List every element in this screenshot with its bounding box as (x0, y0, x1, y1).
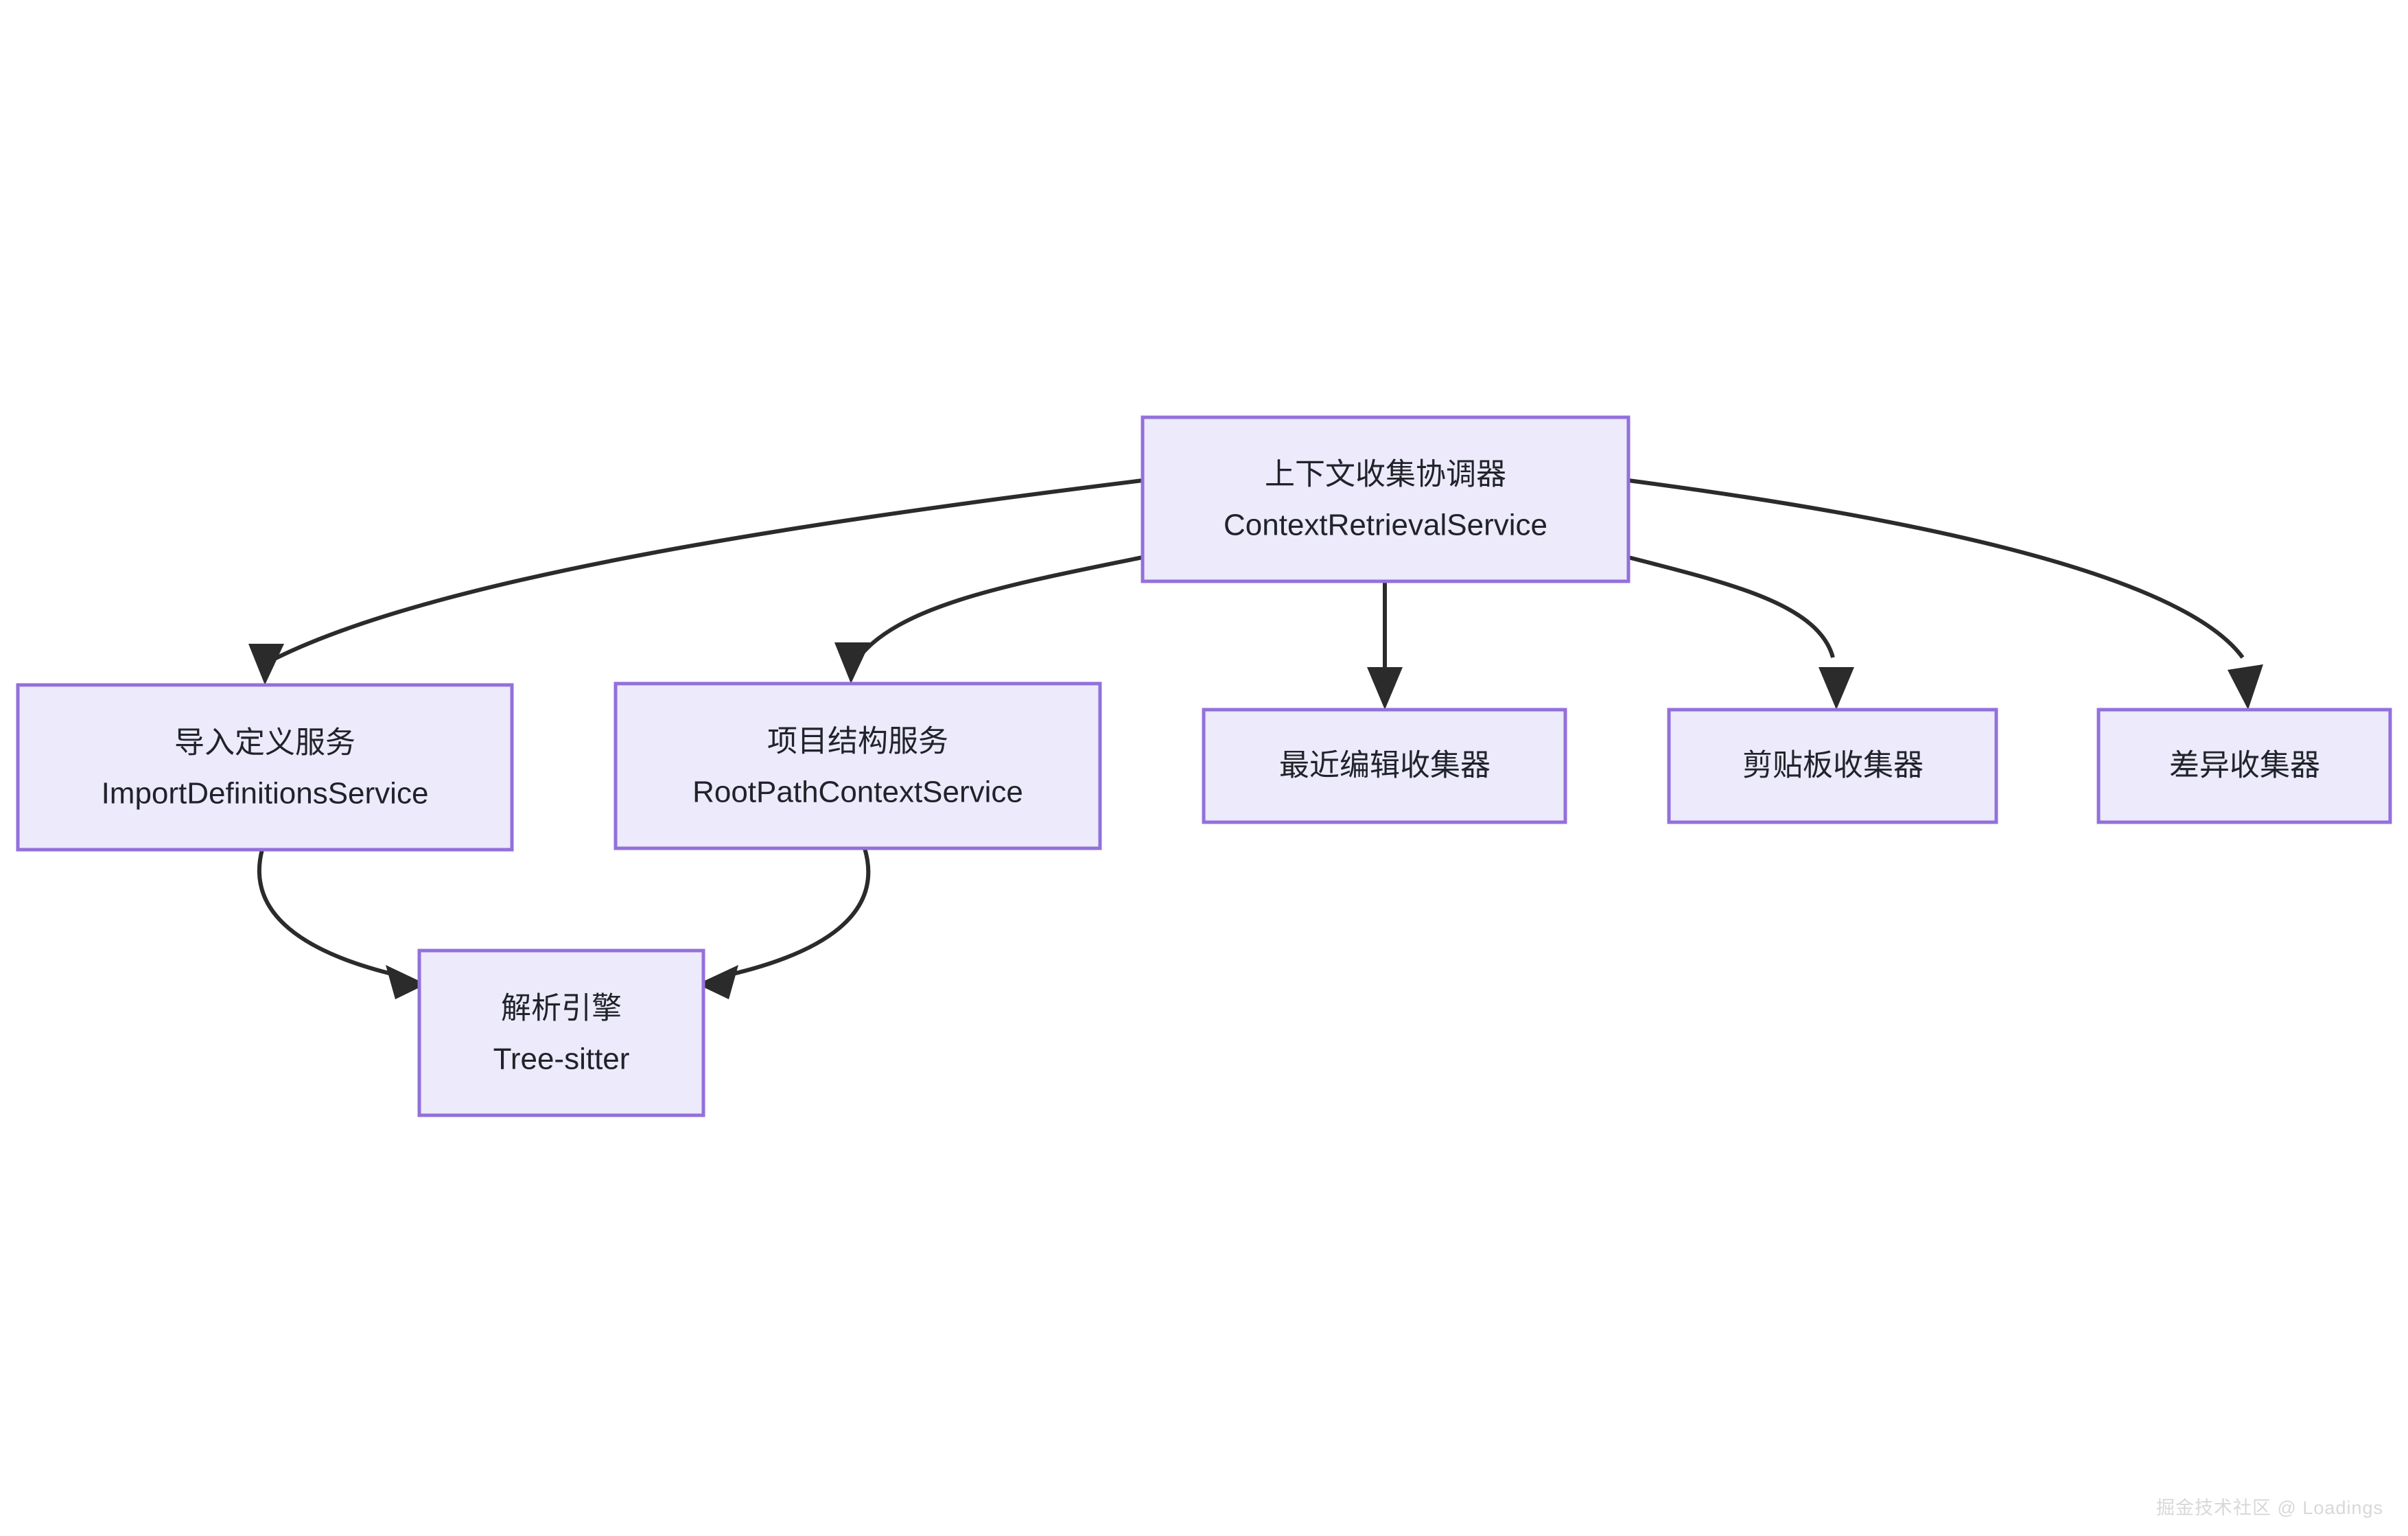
node-diff-collector-label: 差异收集器 (2169, 749, 2320, 782)
node-parse-engine-label-line-1: 解析引擎 (501, 992, 622, 1025)
node-coordinator-label-line-2: ContextRetrievalService (1224, 509, 1547, 542)
node-diff-collector[interactable]: 差异收集器 (2096, 708, 2392, 824)
arrowhead-icon (834, 642, 870, 684)
node-clipboard-collector-label: 剪贴板收集器 (1742, 749, 1924, 782)
node-import-definitions-label-line-2: ImportDefinitionsService (102, 777, 429, 811)
node-diff-collector-box[interactable] (2096, 708, 2392, 824)
node-coordinator[interactable]: 上下文收集协调器 ContextRetrievalService (1141, 415, 1630, 583)
node-root-path-context-label-line-1: 项目结构服务 (767, 725, 948, 758)
node-import-definitions-box[interactable] (16, 683, 514, 852)
arrowhead-icon (697, 965, 738, 999)
node-root-path-context-box[interactable] (613, 682, 1102, 850)
node-root-path-context-label-line-2: RootPathContextService (692, 776, 1023, 809)
edge-root-path-context-to-parse-engine (697, 848, 871, 999)
edge-coordinator-to-diff-collector (1628, 478, 2263, 710)
node-parse-engine-box[interactable] (417, 949, 705, 1117)
arrowhead-icon (248, 644, 284, 685)
node-recent-edit-collector-label: 最近编辑收集器 (1279, 749, 1491, 782)
edge-coordinator-to-root-path-context (834, 555, 1143, 684)
node-layer: 上下文收集协调器 ContextRetrievalService 导入定义服务 … (16, 415, 2392, 1117)
node-clipboard-collector-box[interactable] (1667, 708, 1998, 824)
node-coordinator-box[interactable] (1141, 415, 1630, 583)
edge-coordinator-to-import-definitions (248, 478, 1143, 685)
node-recent-edit-collector[interactable]: 最近编辑收集器 (1202, 708, 1567, 824)
watermark: 掘金技术社区 @ Loadings (2155, 1498, 2383, 1518)
edge-layer (248, 478, 2263, 999)
node-recent-edit-collector-box[interactable] (1202, 708, 1567, 824)
arrowhead-icon (2228, 664, 2263, 710)
node-import-definitions-label-line-1: 导入定义服务 (174, 726, 355, 760)
node-clipboard-collector[interactable]: 剪贴板收集器 (1667, 708, 1998, 824)
edge-coordinator-to-clipboard-collector (1628, 555, 1854, 710)
arrowhead-icon (1819, 667, 1854, 710)
arrowhead-icon (1367, 667, 1403, 710)
node-import-definitions[interactable]: 导入定义服务 ImportDefinitionsService (16, 683, 514, 852)
node-parse-engine[interactable]: 解析引擎 Tree-sitter (417, 949, 705, 1117)
edge-coordinator-to-recent-edit-collector (1367, 581, 1403, 710)
node-parse-engine-label-line-2: Tree-sitter (493, 1043, 630, 1076)
node-coordinator-label-line-1: 上下文收集协调器 (1265, 458, 1506, 491)
arrowhead-icon (386, 965, 426, 999)
edge-import-definitions-to-parse-engine (257, 849, 426, 999)
node-root-path-context[interactable]: 项目结构服务 RootPathContextService (613, 682, 1102, 850)
